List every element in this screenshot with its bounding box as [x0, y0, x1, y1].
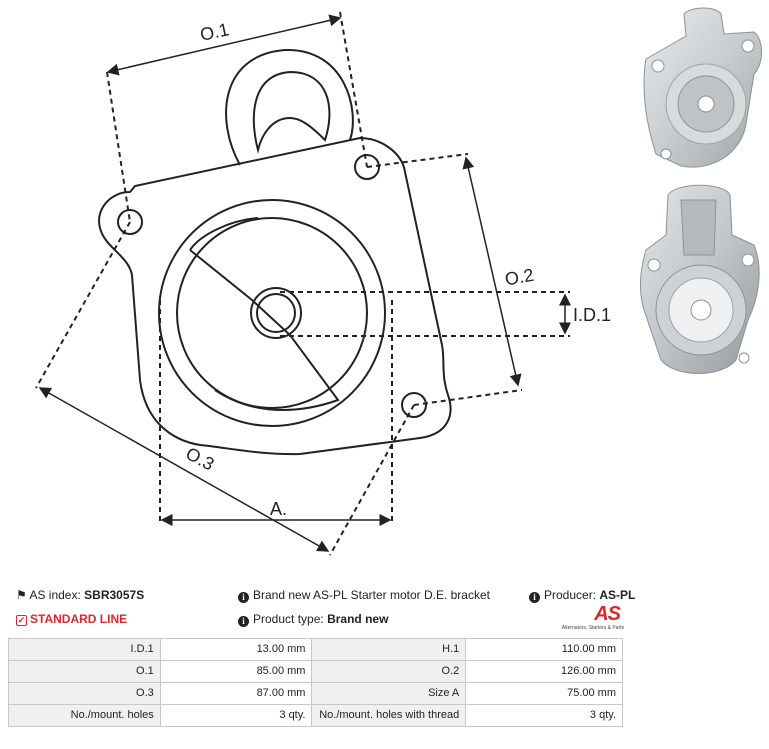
- spec-value: 3 qty.: [159, 704, 313, 727]
- producer-label: Producer:: [544, 588, 597, 602]
- mount-hole-bottom: [401, 392, 427, 418]
- table-row: I.D.1 13.00 mm H.1 110.00 mm: [8, 638, 623, 661]
- tags-icon: ⚑: [16, 588, 27, 602]
- info-icon: i: [529, 592, 540, 603]
- checkbox-icon: ✓: [16, 615, 27, 626]
- label-o2: O.2: [503, 265, 535, 290]
- bracket-body-outline: [98, 136, 452, 456]
- info-icon: i: [238, 616, 249, 627]
- product-type-value: Brand new: [327, 612, 389, 626]
- as-pl-logo: AS Alternators, Starters & Parts: [562, 603, 624, 633]
- as-index: ⚑ AS index: SBR3057S: [16, 588, 144, 602]
- product-type-label: Product type:: [253, 612, 324, 626]
- description: i Brand new AS-PL Starter motor D.E. brac…: [238, 588, 490, 603]
- spec-value: 87.00 mm: [159, 682, 313, 705]
- mount-hole-left: [117, 209, 143, 235]
- label-a: A.: [270, 499, 287, 519]
- spec-label: O.3: [8, 682, 161, 705]
- hub-outer-circle: [250, 287, 302, 339]
- description-text: Brand new AS-PL Starter motor D.E. brack…: [253, 588, 490, 602]
- as-index-value: SBR3057S: [84, 588, 145, 602]
- dimension-o2-line: [462, 156, 522, 387]
- producer: i Producer: AS-PL: [529, 588, 635, 603]
- table-row: No./mount. holes 3 qty. No./mount. holes…: [8, 704, 623, 727]
- spec-value: 13.00 mm: [159, 638, 313, 661]
- spec-value: 126.00 mm: [465, 660, 623, 683]
- spec-label: I.D.1: [8, 638, 161, 661]
- logo-tagline: Alternators, Starters & Parts: [561, 625, 624, 631]
- label-id1: I.D.1: [573, 305, 611, 325]
- bracket-technical-drawing: O.1 O.2 O.3 A. I.D.1: [35, 11, 611, 556]
- table-row: O.1 85.00 mm O.2 126.00 mm: [8, 660, 623, 683]
- dimension-o3-line: [38, 387, 330, 552]
- info-icon: i: [238, 592, 249, 603]
- producer-value: AS-PL: [599, 588, 636, 602]
- logo-mark: AS: [594, 603, 621, 625]
- spec-label: O.2: [311, 660, 467, 683]
- spec-label: No./mount. holes with thread: [311, 704, 467, 727]
- spec-value: 110.00 mm: [465, 638, 623, 661]
- spec-value: 3 qty.: [465, 704, 623, 727]
- as-index-label: AS index:: [29, 588, 81, 602]
- product-type: i Product type: Brand new: [238, 612, 388, 627]
- bracket-top-ear: [225, 48, 354, 166]
- table-row: O.3 87.00 mm Size A 75.00 mm: [8, 682, 623, 705]
- spec-value: 85.00 mm: [159, 660, 313, 683]
- standard-line: ✓STANDARD LINE: [16, 612, 127, 626]
- spec-label: Size A: [311, 682, 467, 705]
- product-photo-front: [643, 7, 762, 168]
- dimension-o1-line: [106, 14, 342, 76]
- flange-inner-circle: [176, 217, 368, 409]
- hub-inner-circle: [256, 293, 296, 333]
- spec-value: 75.00 mm: [465, 682, 623, 705]
- label-o1: O.1: [198, 19, 231, 45]
- specs-table: I.D.1 13.00 mm H.1 110.00 mm O.1 85.00 m…: [8, 638, 623, 727]
- label-o3: O.3: [183, 443, 218, 474]
- spec-label: No./mount. holes: [8, 704, 161, 727]
- mount-hole-top: [354, 154, 380, 180]
- bracket-top-ear-inner: [252, 70, 331, 154]
- spec-label: H.1: [311, 638, 467, 661]
- standard-line-label: STANDARD LINE: [30, 612, 128, 626]
- product-photo-back: [639, 184, 760, 374]
- spec-label: O.1: [8, 660, 161, 683]
- flange-outer-circle: [158, 199, 386, 427]
